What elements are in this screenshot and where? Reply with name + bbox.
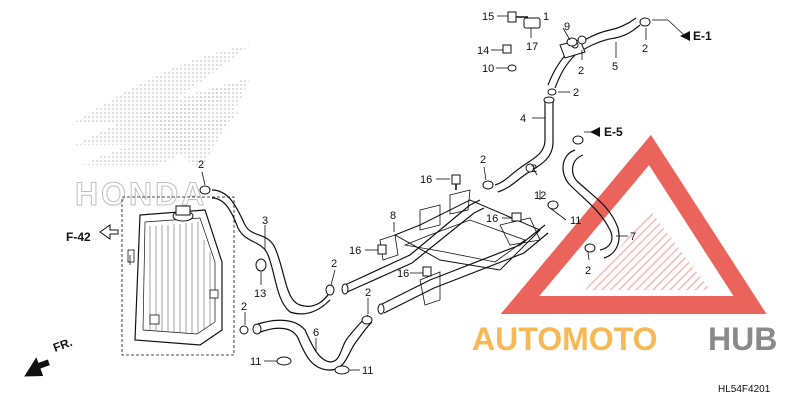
callout-5: 5	[612, 61, 618, 73]
callout-3: 3	[262, 215, 268, 227]
hose-5	[554, 24, 641, 89]
watermark-triangle-icon	[500, 134, 767, 314]
callout-2-g: 2	[331, 258, 337, 270]
watermark-part2: HUB	[708, 321, 777, 357]
leader-lines	[201, 15, 686, 371]
callout-10: 10	[482, 63, 494, 75]
callout-16-c: 16	[349, 245, 361, 257]
nut-14	[502, 44, 512, 54]
callout-16-a: 16	[420, 174, 432, 186]
callout-2-e: 2	[531, 163, 537, 175]
watermark-part1: AUTOMOTO	[472, 321, 657, 357]
callout-7: 7	[630, 231, 636, 243]
callout-11-c: 11	[362, 365, 373, 377]
callout-2-h: 2	[585, 265, 591, 277]
hose-4	[494, 100, 546, 186]
bolt-16-c	[377, 244, 387, 255]
callout-2-f: 2	[198, 159, 204, 171]
bolt-16-d	[422, 266, 432, 277]
callout-11-b: 11	[250, 356, 261, 368]
bolt-15	[507, 11, 528, 23]
grommet-17	[523, 17, 541, 29]
callout-2-d: 2	[480, 154, 486, 166]
ref-e1: E-1	[693, 29, 712, 43]
callout-17: 17	[526, 41, 538, 53]
callout-16-b: 16	[486, 213, 498, 225]
ref-arrow-e5-icon	[590, 127, 600, 137]
callout-4: 4	[520, 113, 526, 125]
callout-11-a: 11	[570, 215, 581, 227]
clip-13	[255, 258, 267, 272]
callout-2-c: 2	[573, 87, 579, 99]
bolt-16-b	[511, 212, 522, 222]
callout-12: 12	[534, 190, 546, 202]
callout-2-b: 2	[642, 43, 648, 55]
ref-e5: E-5	[604, 125, 623, 139]
pipe-assembly-8	[341, 189, 549, 315]
callout-2-i: 2	[365, 287, 371, 299]
callout-14: 14	[477, 45, 489, 57]
callout-2-j: 2	[241, 301, 247, 313]
hose-7	[562, 149, 613, 251]
callout-9: 9	[564, 21, 570, 33]
front-label: FR.	[51, 335, 74, 355]
callout-1: 1	[543, 11, 549, 23]
callout-13: 13	[254, 288, 266, 300]
hose-3	[211, 189, 331, 307]
ref-f42: F-42	[66, 230, 91, 244]
diagram-code: HL54F4201	[718, 384, 771, 395]
washer-10	[507, 64, 517, 72]
ref-arrow-e1-icon	[680, 31, 690, 41]
ref-arrow-f42-icon	[99, 224, 119, 240]
hose-6	[254, 314, 369, 363]
callout-16-d: 16	[397, 268, 409, 280]
bolt-16-a	[451, 174, 461, 190]
front-arrow-icon	[24, 357, 50, 377]
honda-wing-logo: HONDA	[70, 45, 250, 213]
callout-8: 8	[390, 210, 396, 222]
radiator	[121, 196, 235, 356]
callout-15: 15	[482, 11, 494, 23]
callout-2-a: 2	[578, 65, 584, 77]
callout-6: 6	[313, 327, 319, 339]
